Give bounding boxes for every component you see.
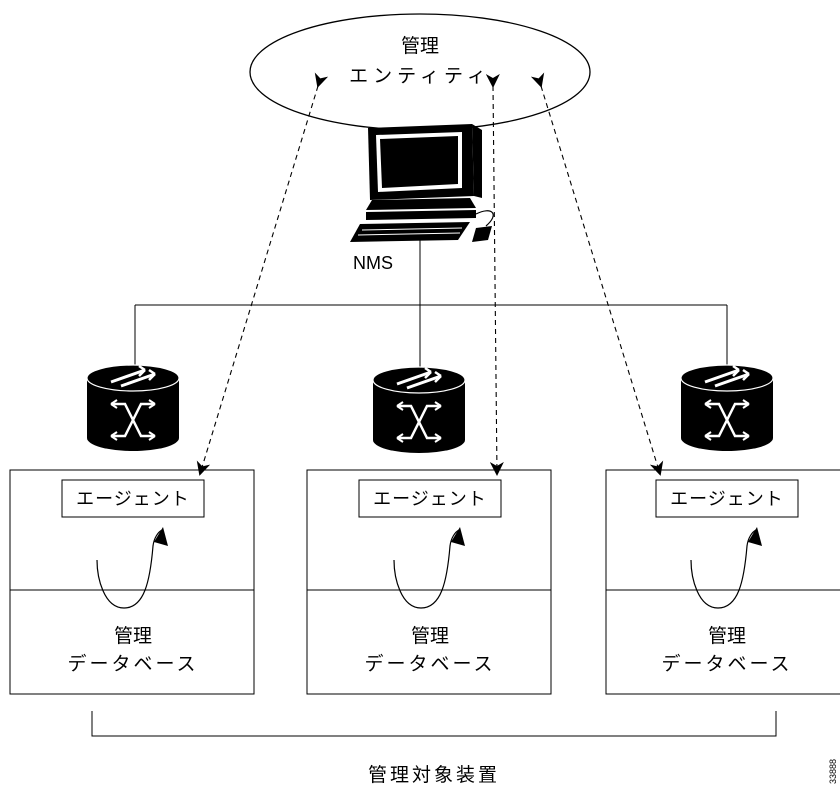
agent-db-loop-arrow <box>96 529 163 609</box>
db-label-line2: データベース <box>364 653 495 675</box>
management-entity: 管理 エンティティ <box>249 13 591 131</box>
managed-device-2: エージェント 管理 データベース <box>306 469 552 695</box>
bracket-label: 管理対象装置 <box>368 764 500 786</box>
snmp-dashed-arrows <box>196 72 664 476</box>
router-icon <box>86 364 180 451</box>
router-icon <box>680 364 774 451</box>
dashed-arrow-device-1 <box>196 72 329 476</box>
agent-box <box>358 479 502 518</box>
db-label-line1: 管理 <box>411 625 449 647</box>
agent-box <box>61 479 205 518</box>
router-icon <box>372 366 466 453</box>
agent-db-loop-arrow <box>690 529 757 609</box>
managed-device-3: エージェント 管理 データベース <box>605 469 840 695</box>
dashed-arrow-device-2 <box>485 73 504 476</box>
entity-label-line1: 管理 <box>401 35 439 57</box>
agent-db-loop-arrow <box>393 529 460 609</box>
managed-devices-bracket: 管理対象装置 <box>91 711 777 786</box>
db-label-line2: データベース <box>67 653 198 675</box>
nms-label: NMS <box>353 253 393 273</box>
db-label-line2: データベース <box>661 653 792 675</box>
agent-label: エージェント <box>373 489 487 510</box>
entity-label-line2: エンティティ <box>349 65 491 87</box>
db-label-line1: 管理 <box>708 625 746 647</box>
agent-label: エージェント <box>76 489 190 510</box>
dashed-arrow-device-3 <box>530 72 664 476</box>
db-label-line1: 管理 <box>114 625 152 647</box>
managed-device-1: エージェント 管理 データベース <box>9 469 255 695</box>
nms-workstation-icon <box>350 124 494 242</box>
agent-box <box>655 479 799 518</box>
agent-label: エージェント <box>670 489 784 510</box>
network-lines <box>134 240 728 375</box>
figure-id: 33888 <box>828 759 838 784</box>
